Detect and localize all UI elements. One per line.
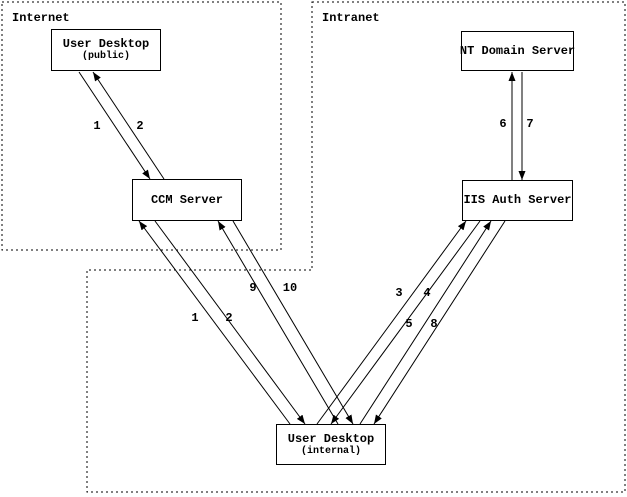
zone-internet-label: Internet: [12, 11, 70, 25]
flow-8-iis-to-userinternal: [373, 220, 506, 425]
node-user-desktop-public: User Desktop (public): [51, 29, 161, 71]
flow-2-ccm-to-userinternal: [154, 220, 306, 425]
flow-9-userinternal-to-ccm: [217, 220, 339, 425]
edge-label-2-step-6: 6: [499, 117, 506, 131]
edge-label-7-step-4: 4: [423, 286, 430, 300]
node-nt-domain-server-title: NT Domain Server: [459, 43, 576, 58]
zone-intranet-boundary: [86, 1, 626, 493]
edge-label-10-step-5: 5: [405, 317, 412, 331]
node-nt-domain-server: NT Domain Server: [459, 31, 576, 71]
node-user-desktop-public-subtitle: (public): [81, 51, 130, 62]
flow-5-userinternal-to-iis: [359, 220, 492, 425]
edge-label-8-step-1: 1: [191, 311, 198, 325]
node-user-desktop-internal: User Desktop (internal): [276, 424, 386, 465]
node-user-desktop-internal-subtitle: (internal): [300, 445, 361, 457]
node-iis-auth-server-title: IIS Auth Server: [463, 193, 572, 207]
node-ccm-server: CCM Server: [132, 179, 242, 221]
edge-label-3-step-7: 7: [526, 117, 533, 131]
flow-1-userpublic-to-ccm: [78, 71, 151, 180]
node-user-desktop-public-title: User Desktop: [62, 37, 150, 51]
edge-label-4-step-9: 9: [249, 281, 256, 295]
flow-4-iis-to-userinternal: [330, 220, 481, 425]
edge-label-11-step-8: 8: [430, 317, 437, 331]
flow-1-userinternal-to-ccm: [138, 220, 291, 425]
edge-label-5-step-10: 10: [283, 281, 297, 295]
flow-10-ccm-to-userinternal: [232, 220, 354, 425]
edge-label-1-step-2: 2: [136, 119, 143, 133]
edge-label-9-step-2: 2: [225, 311, 232, 325]
flow-3-userinternal-to-iis: [316, 220, 467, 425]
node-user-desktop-internal-title: User Desktop: [287, 431, 375, 446]
node-ccm-server-title: CCM Server: [150, 192, 223, 207]
edge-label-6-step-3: 3: [395, 286, 402, 300]
edge-label-0-step-1: 1: [93, 119, 100, 133]
zone-intranet-label: Intranet: [322, 11, 380, 25]
node-iis-auth-server: IIS Auth Server: [462, 180, 573, 221]
zone-internet-boundary: [1, 1, 282, 251]
flow-2-ccm-to-userpublic: [92, 71, 165, 180]
